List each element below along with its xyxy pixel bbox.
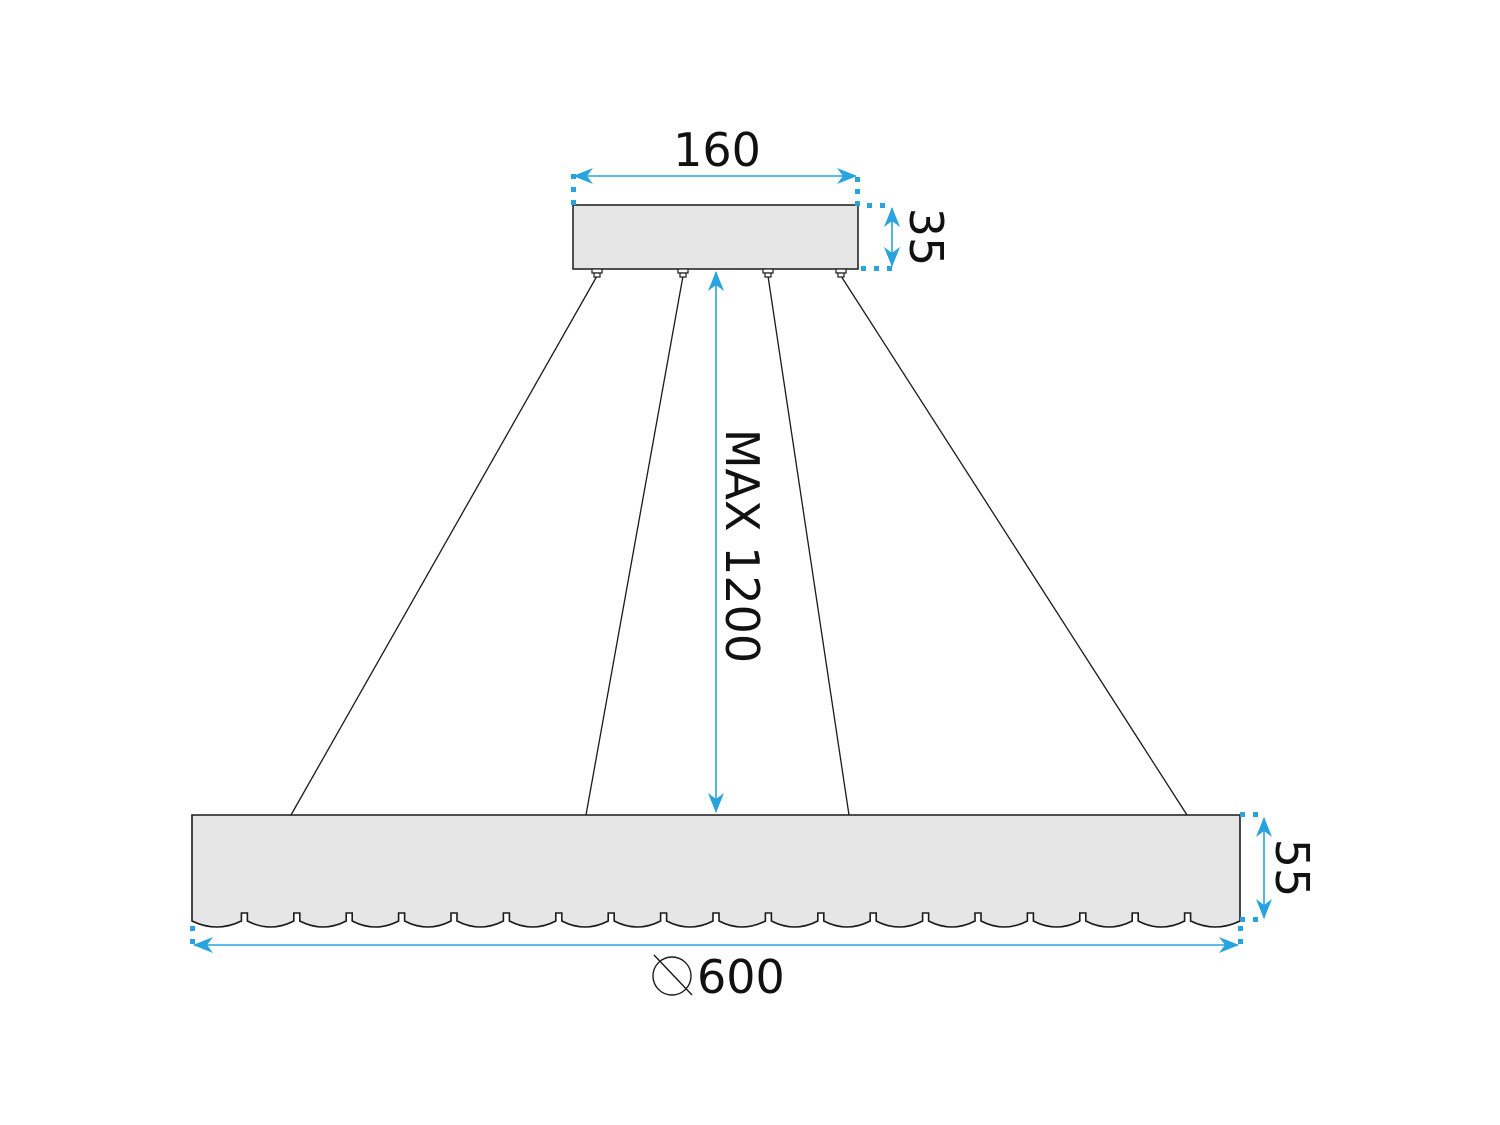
ring-height-label: 55 [1265, 839, 1319, 898]
cable-4 [840, 275, 1188, 816]
suspension-length-label: MAX 1200 [715, 429, 769, 663]
cable-2 [585, 275, 684, 816]
dimension-canopy-height: 35 [861, 203, 953, 271]
canopy-height-label: 35 [899, 208, 953, 267]
dimension-ring-diameter: 600 [190, 926, 1243, 1004]
dimension-ring-height: 55 [1240, 812, 1319, 922]
cable-3 [767, 275, 850, 816]
lamp-ring [191, 814, 1241, 928]
diameter-icon [652, 954, 693, 996]
suspension-cables [290, 275, 1188, 816]
canopy-width-label: 160 [673, 123, 761, 177]
ceiling-canopy [572, 204, 859, 278]
canopy-mount-points [591, 268, 847, 278]
cable-1 [290, 275, 598, 816]
dimension-canopy-width: 160 [571, 123, 860, 206]
ring-diameter-label: 600 [697, 950, 785, 1004]
dimension-suspension-length: MAX 1200 [708, 271, 769, 813]
